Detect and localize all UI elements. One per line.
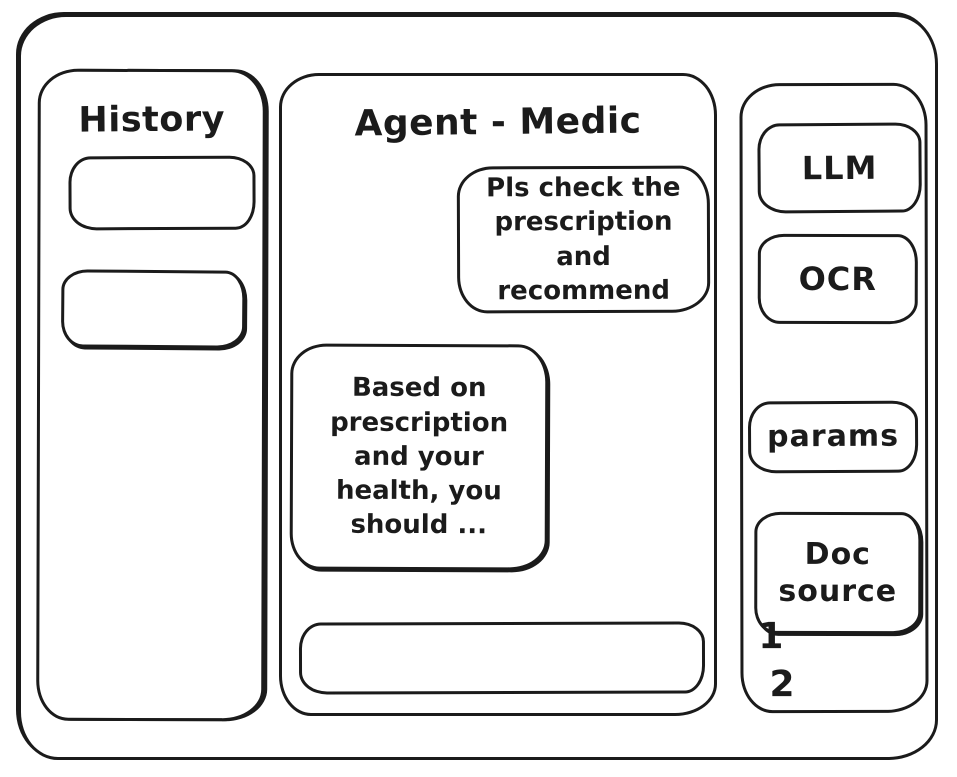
chat-title: Agent - Medic (354, 100, 642, 145)
agent-message-bubble: Based on prescription and your health, y… (289, 343, 549, 571)
app-frame: History Agent - Medic Pls check the pres… (18, 14, 938, 760)
history-item[interactable] (68, 155, 256, 231)
doc-source-item[interactable]: 2 (769, 664, 796, 706)
doc-source-item[interactable]: 1 (758, 616, 785, 658)
llm-button[interactable]: LLM (757, 122, 922, 214)
history-item[interactable] (60, 269, 246, 349)
ocr-button[interactable]: OCR (757, 233, 918, 325)
history-title: History (78, 99, 226, 141)
history-sidebar: History (36, 68, 266, 722)
chat-panel: Agent - Medic Pls check the prescription… (279, 73, 717, 716)
user-message-bubble: Pls check the prescription and recommend (456, 165, 711, 314)
message-input[interactable] (298, 621, 706, 695)
params-button[interactable]: params (747, 400, 919, 474)
tools-sidebar: LLM OCR params Doc source 1 2 (739, 82, 929, 714)
